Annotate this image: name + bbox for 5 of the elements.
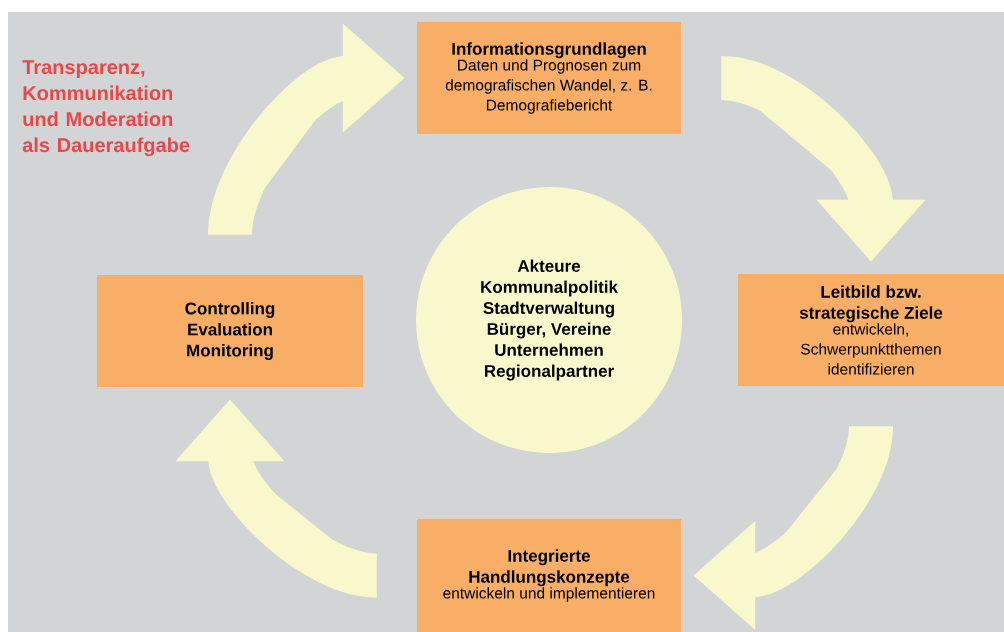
note-text: Transparenz, Kommunikation und Moderation als Daueraufgabe: [22, 60, 190, 157]
process-box: Leitbild bzw. strategische Ziele entwickeln, Schwerpunktthemen identifizieren: [738, 274, 1004, 386]
process-box: Informationsgrundlagen Daten und Prognosen zum demografischen Wandel, z. B. Demografiebericht: [417, 22, 681, 134]
process-box: Integrierte Handlungskonzepte entwickeln und implementieren: [417, 519, 681, 632]
process-box: Controlling Evaluation Monitoring: [97, 275, 363, 387]
